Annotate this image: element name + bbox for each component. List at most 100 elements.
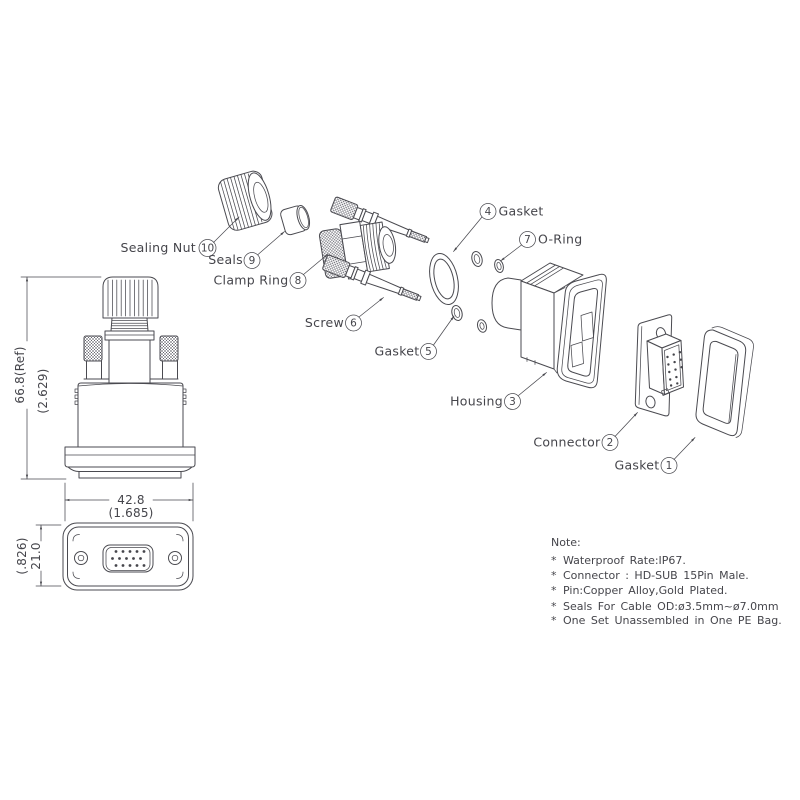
note-item-1: Waterproof Rate:IP67. <box>563 554 686 567</box>
left-jackscrew-body <box>86 360 102 380</box>
small-rings <box>451 251 504 333</box>
balloon-8-num: 8 <box>295 275 302 287</box>
housing-top-grooves <box>526 264 564 287</box>
balloon-5-num: 5 <box>425 346 432 358</box>
o-ring-part <box>494 259 504 273</box>
dimension-front-height: 21.0 (.826) <box>15 524 62 587</box>
label-o-ring: O-Ring <box>538 232 583 247</box>
note-bullet-5: * <box>551 614 557 627</box>
balloon-9 <box>243 252 261 269</box>
leader-gasket5 <box>433 315 455 346</box>
connector-face-inner <box>664 344 682 392</box>
balloon-4-num: 4 <box>485 206 492 218</box>
balloon-3 <box>504 393 521 410</box>
gasket5-part <box>451 305 463 321</box>
housing-detail-lines <box>526 287 566 374</box>
clamp-ring-threads <box>363 223 387 271</box>
leader-connector <box>614 412 638 437</box>
note-item-4: Seals For Cable OD:ø3.5mm~ø7.0mm <box>563 600 779 613</box>
left-jackscrew-knurl <box>83 335 103 362</box>
front-height-in-text: (.826) <box>15 537 29 574</box>
front-corner-details <box>72 534 184 579</box>
gasket1-opening <box>702 340 739 424</box>
leader-seals <box>257 231 285 255</box>
note-block: Note: * Waterproof Rate:IP67. * Connecto… <box>551 536 782 627</box>
small-gasket-ring-d <box>476 319 488 333</box>
clamp-ring-face <box>378 226 397 264</box>
sealing-nut-rim <box>247 172 272 221</box>
gasket4-part <box>429 252 459 306</box>
gasket1-back-contour <box>711 326 754 438</box>
riser-column <box>108 339 151 384</box>
balloon-2-num: 2 <box>607 437 614 449</box>
gasket4-outer <box>429 252 459 306</box>
label-sealing-nut: Sealing Nut <box>120 240 196 255</box>
gasket1-part <box>695 326 754 438</box>
note-title: Note: <box>551 536 581 549</box>
balloon-9-num: 9 <box>249 255 256 267</box>
right-screw-hole-outer <box>168 551 182 565</box>
leader-housing <box>518 372 547 396</box>
balloon-5 <box>420 343 437 360</box>
connector-part <box>634 314 684 417</box>
balloon-10 <box>198 239 217 257</box>
balloon-2 <box>601 434 619 451</box>
sealing-nut-bore <box>253 181 269 213</box>
width-extension-lines <box>64 482 194 522</box>
leader-gasket1 <box>673 437 696 460</box>
height-in-text: (2.629) <box>36 368 50 413</box>
housing-boss <box>491 277 522 331</box>
leader-screw <box>358 297 384 318</box>
balloon-6-num: 6 <box>350 318 357 330</box>
right-screw-hole-inner <box>171 554 179 562</box>
sealing-nut-part <box>217 170 273 231</box>
label-gasket4: Gasket <box>499 204 544 219</box>
height-mm-text: 66.8(Ref) <box>13 346 27 403</box>
label-seals: Seals <box>208 252 243 267</box>
connector-hole-bottom <box>645 395 656 409</box>
sealing-nut-cap-outline <box>102 276 159 319</box>
seal-face <box>296 204 311 231</box>
label-gasket5: Gasket <box>374 344 419 359</box>
seal-part <box>280 204 311 236</box>
balloon-7 <box>519 231 536 248</box>
leader-o-ring <box>500 244 522 262</box>
leader-clamp-ring <box>303 253 329 275</box>
note-item-5: One Set Unassembled in One PE Bag. <box>563 614 782 627</box>
neck-thread-lines <box>111 320 149 329</box>
note-item-2: Connector : HD-SUB 15Pin Male. <box>563 569 749 582</box>
housing-latches <box>570 311 594 368</box>
connector-pins <box>666 351 683 387</box>
label-screw: Screw <box>305 315 344 330</box>
width-mm-text: 42.8 <box>117 493 145 507</box>
clamp-ring-bore <box>382 234 394 257</box>
balloon-3-num: 3 <box>509 396 516 408</box>
connector-shell-face <box>661 340 684 395</box>
balloon-4 <box>479 203 497 220</box>
balloon-1 <box>660 457 678 474</box>
leader-lines <box>213 216 696 460</box>
note-bullet-3: * <box>551 584 557 597</box>
connector-plate-edge <box>638 326 643 405</box>
body-edge-ribs <box>74 388 187 405</box>
balloon-10-num: 10 <box>201 243 214 255</box>
connector-bottom-notch <box>661 388 670 396</box>
right-jackscrew-body <box>162 360 178 380</box>
threaded-neck <box>110 317 149 332</box>
dimension-width: 42.8 (1.685) <box>64 482 194 522</box>
sealing-nut-cap-ribs <box>107 279 153 317</box>
part-labels: Sealing Nut 10 Seals 9 Clamp Ring 8 Scre… <box>120 203 678 474</box>
collar-band <box>104 330 155 341</box>
small-gasket-ring-a <box>471 251 483 267</box>
dsub-face-outer <box>102 544 154 573</box>
housing-part <box>491 262 607 389</box>
seal-bore <box>298 206 309 229</box>
gasket4-inner <box>433 258 455 300</box>
housing-front-face <box>520 280 555 370</box>
dsub-pins <box>111 550 146 567</box>
height-extension-lines <box>20 276 102 480</box>
front-inner-shell <box>67 526 189 587</box>
side-view-assembled <box>64 276 196 479</box>
note-bullet-4: * <box>551 600 557 613</box>
